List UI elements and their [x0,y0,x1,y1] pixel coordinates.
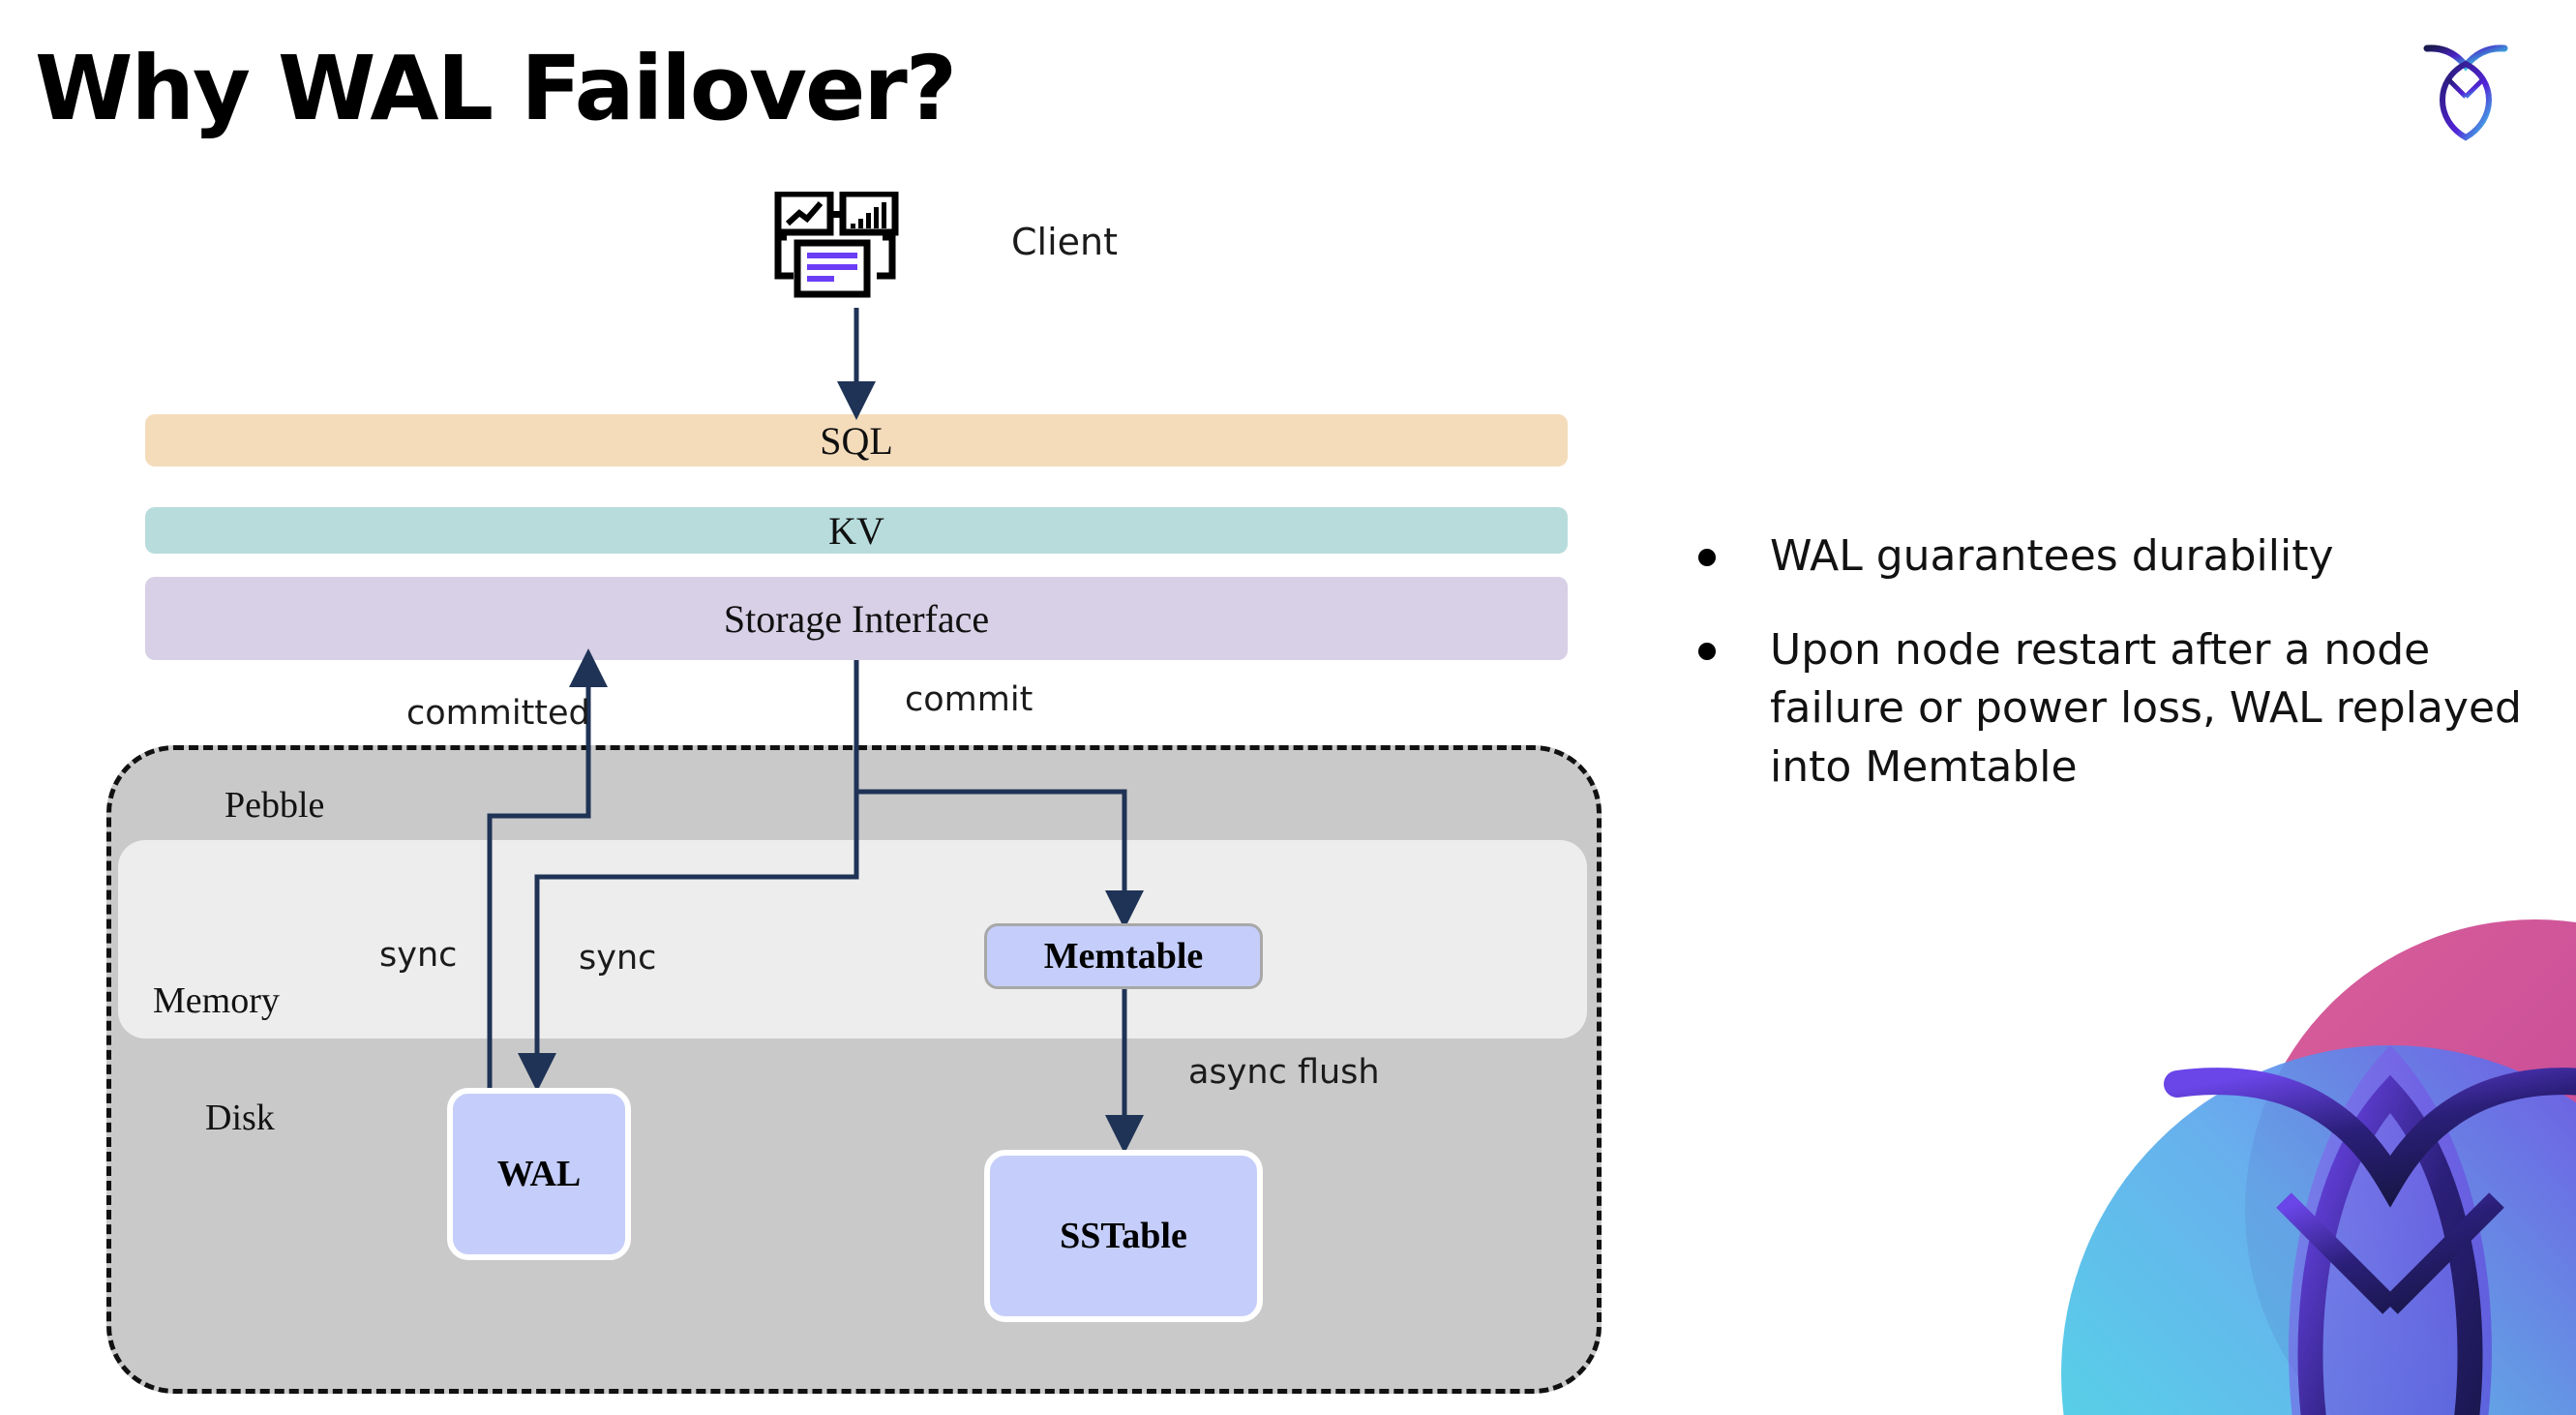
memory-label: Memory [153,980,280,1021]
layer-bar-storage-interface: Storage Interface [145,577,1568,660]
edge-label-async-flush: async flush [1188,1053,1380,1092]
edge-label-sync-up: sync [379,936,458,975]
pebble-label: Pebble [225,785,325,826]
layer-bar-sql: SQL [145,414,1568,467]
node-wal: WAL [447,1088,631,1260]
disk-label: Disk [205,1098,275,1138]
cockroachdb-logo-watermark [1935,919,2576,1415]
node-label-wal: WAL [496,1154,582,1194]
node-label-memtable: Memtable [1043,936,1204,977]
node-sstable: SSTable [984,1150,1263,1322]
layer-bar-kv: KV [145,507,1568,554]
node-memtable: Memtable [984,923,1263,989]
bullet-list: WAL guarantees durability Upon node rest… [1698,527,2531,832]
bullet-text: WAL guarantees durability [1770,531,2334,581]
layer-label-sql: SQL [820,418,893,463]
edge-label-sync-down: sync [579,939,657,978]
client-dashboard-icon [774,190,929,308]
client-label: Client [1011,221,1119,263]
bullet-text: Upon node restart after a node failure o… [1770,624,2522,793]
memory-region [118,840,1587,1039]
bullet-dot-icon [1698,549,1716,566]
layer-label-kv: KV [828,508,884,553]
layer-label-storage-interface: Storage Interface [723,596,990,641]
page-title: Why WAL Failover? [35,37,957,140]
list-item: WAL guarantees durability [1698,527,2531,587]
list-item: Upon node restart after a node failure o… [1698,621,2531,798]
cockroachdb-logo [2410,37,2526,143]
node-label-sstable: SSTable [1060,1216,1187,1256]
bullet-dot-icon [1698,642,1716,660]
edge-label-committed: committed [406,694,590,733]
edge-label-commit: commit [905,680,1033,719]
